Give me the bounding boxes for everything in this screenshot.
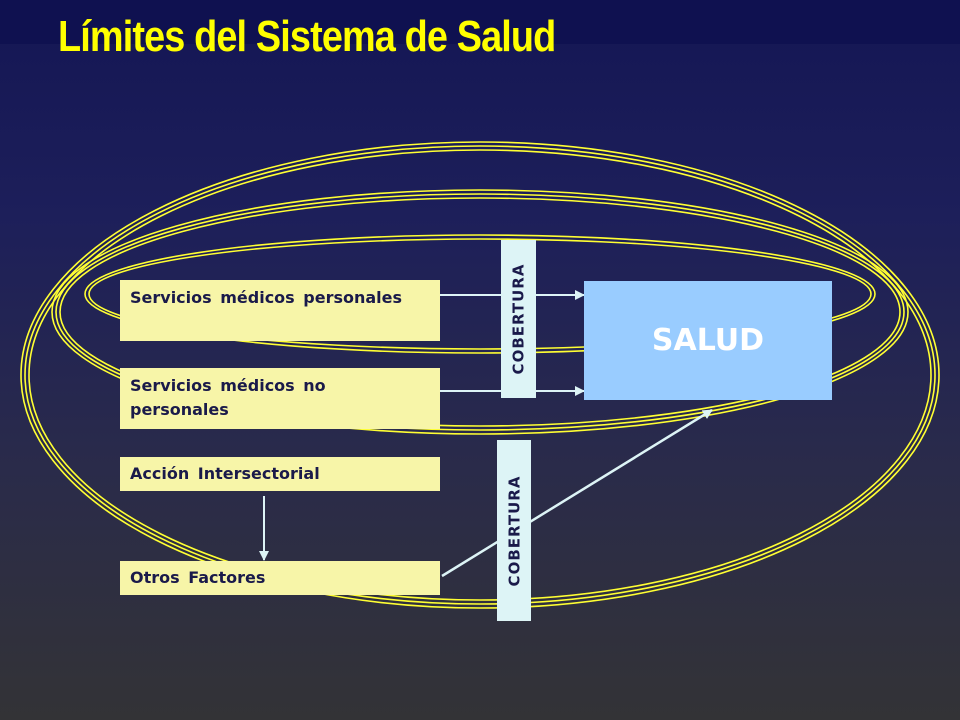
- box-servicios-personales: Servicios médicos personales: [120, 280, 440, 341]
- salud-box: SALUD: [584, 281, 832, 400]
- arrow-otros-to-salud: [441, 408, 713, 578]
- cobertura-label-top: COBERTURA: [509, 263, 528, 375]
- box-accion-intersectorial: Acción Intersectorial: [120, 457, 440, 491]
- cobertura-bar-top: COBERTURA: [501, 240, 536, 398]
- inner-boundary-ellipse: [84, 234, 876, 354]
- cobertura-label-bottom: COBERTURA: [505, 475, 524, 586]
- box-otros-factores: Otros Factores: [120, 561, 440, 595]
- slide-title: Límites del Sistema de Salud: [58, 12, 556, 61]
- box-servicios-no-personales: Servicios médicos no personales: [120, 368, 440, 429]
- outer-boundary-ellipse: [20, 141, 940, 609]
- cobertura-bar-bottom: COBERTURA: [497, 440, 531, 621]
- top-bar: [0, 0, 960, 44]
- middle-boundary-ellipse: [51, 189, 909, 435]
